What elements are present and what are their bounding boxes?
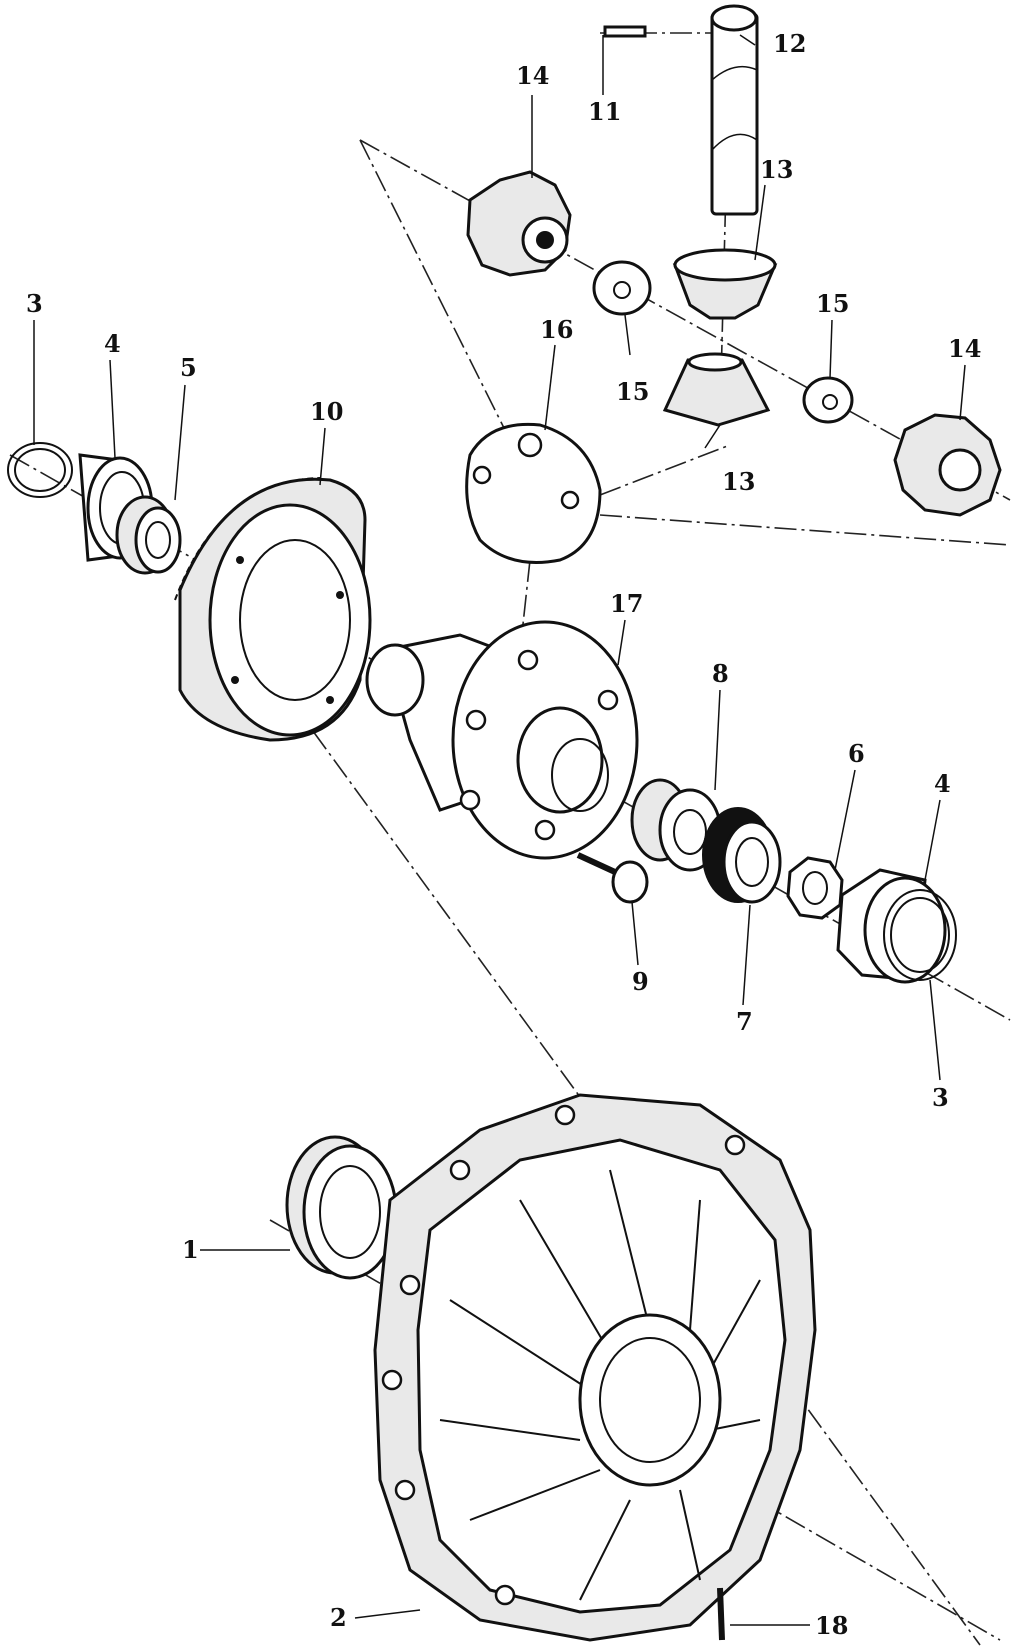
callout-10: 10 bbox=[310, 397, 343, 426]
callout-6: 6 bbox=[848, 739, 865, 768]
right-bearing-cone bbox=[630, 778, 722, 872]
callout-4: 4 bbox=[934, 769, 951, 798]
callout-16: 16 bbox=[540, 315, 573, 344]
ring-gear-bolt bbox=[576, 852, 649, 904]
left-bearing-cone bbox=[115, 495, 182, 575]
callout-7: 7 bbox=[736, 1007, 753, 1036]
callout-4: 4 bbox=[104, 329, 121, 358]
callout-13: 13 bbox=[760, 155, 793, 184]
callout-12: 12 bbox=[773, 29, 806, 58]
oil-seal bbox=[285, 1135, 398, 1280]
transmission-housing bbox=[373, 1093, 817, 1642]
callout-3: 3 bbox=[26, 289, 43, 318]
callout-3: 3 bbox=[932, 1083, 949, 1112]
callout-8: 8 bbox=[712, 659, 729, 688]
right-snap-ring bbox=[883, 889, 957, 981]
callout-2: 2 bbox=[330, 1603, 347, 1632]
callout-11: 11 bbox=[588, 97, 621, 126]
differential-case bbox=[365, 620, 639, 860]
callout-14: 14 bbox=[948, 334, 981, 363]
dowel-pin bbox=[717, 1587, 725, 1641]
callout-labels: 12 11 14 13 15 3 16 4 5 15 14 10 13 17 8… bbox=[26, 29, 981, 1640]
callout-15: 15 bbox=[816, 289, 849, 318]
callout-1: 1 bbox=[182, 1235, 199, 1264]
adjuster-nut bbox=[702, 807, 782, 904]
callout-14: 14 bbox=[516, 61, 549, 90]
callout-18: 18 bbox=[815, 1611, 848, 1640]
planet-gear-lower bbox=[662, 352, 771, 427]
planet-gear-upper bbox=[672, 248, 778, 320]
callout-13: 13 bbox=[722, 467, 755, 496]
ring-gear bbox=[174, 477, 372, 742]
callout-15: 15 bbox=[616, 377, 649, 406]
upper-side-gear bbox=[466, 170, 572, 277]
lock-pin bbox=[603, 25, 647, 38]
callout-9: 9 bbox=[632, 967, 649, 996]
callout-5: 5 bbox=[180, 353, 197, 382]
callout-17: 17 bbox=[610, 589, 643, 618]
differential-spider bbox=[465, 422, 602, 564]
thrust-washer-right bbox=[802, 376, 854, 424]
left-snap-ring bbox=[7, 442, 73, 498]
pinion-shaft bbox=[710, 4, 759, 216]
right-side-gear bbox=[893, 413, 1002, 517]
thrust-washer-upper bbox=[592, 260, 652, 316]
right-bearing-cup bbox=[836, 868, 947, 984]
leader-lines bbox=[33, 34, 966, 1626]
lock-plate bbox=[786, 856, 844, 920]
